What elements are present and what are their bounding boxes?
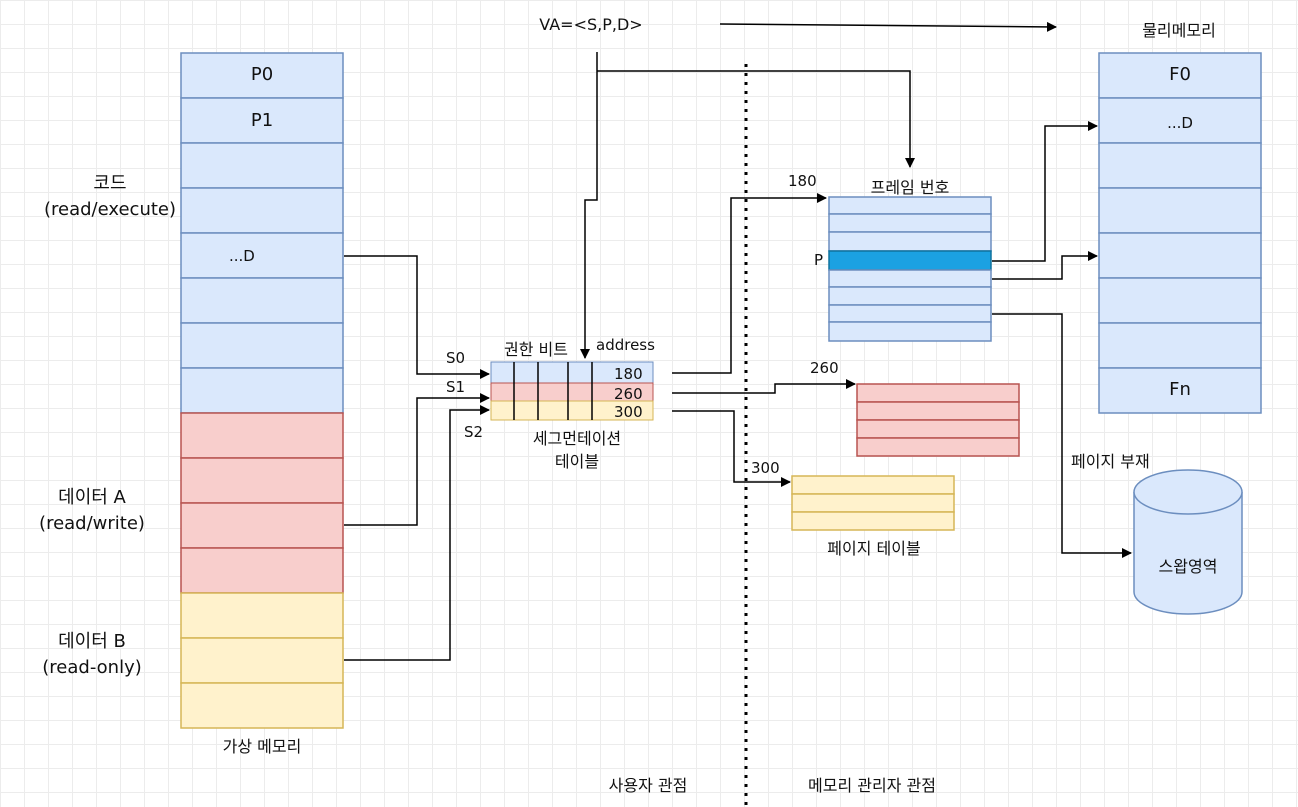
red-table-address: 260	[810, 359, 839, 377]
segment-address-s0: 180	[614, 365, 643, 383]
va-label: VA=<S,P,D>	[539, 15, 643, 34]
physical-memory-column	[1098, 52, 1262, 414]
vm-cell	[180, 682, 344, 729]
vm-cell	[180, 142, 344, 189]
selector-s2: S2	[464, 423, 484, 441]
manager-perspective-label: 메모리 관리자 관점	[808, 776, 936, 795]
vm-cell-d: ...D	[229, 247, 255, 265]
frame-row	[828, 231, 992, 252]
pm-cell-f0: F0	[1169, 64, 1191, 85]
yellow-page-row	[791, 493, 955, 513]
s1-to-red-table-arrow	[672, 379, 856, 394]
swap-area-cylinder	[1133, 469, 1243, 615]
vm-cell	[180, 637, 344, 684]
data-a-to-s1-arrow	[344, 393, 490, 526]
swap-area-label: 스왑영역	[1158, 557, 1218, 576]
pm-cell	[1098, 232, 1262, 279]
page-fault-arrow	[992, 313, 1132, 558]
va-segment-arrow	[580, 52, 598, 359]
va-page-arrow	[597, 70, 915, 168]
selector-s0: S0	[446, 349, 466, 367]
pm-cell	[1098, 277, 1262, 324]
frame-table-row-label: P	[814, 251, 824, 269]
red-page-row	[856, 401, 1020, 421]
vm-cell-p0: P0	[250, 64, 274, 85]
segmentation-table	[490, 361, 654, 421]
vm-cell	[180, 52, 344, 99]
yellow-table-address: 300	[751, 459, 780, 477]
s0-to-frame-table-arrow	[672, 193, 827, 374]
red-page-table	[856, 383, 1020, 457]
frame-table-title: 프레임 번호	[870, 178, 950, 197]
frame-row-p	[828, 250, 992, 271]
red-page-row	[856, 437, 1020, 457]
permission-bit-dividers	[513, 362, 593, 420]
segment-label-code: 코드 (read/execute)	[43, 173, 177, 221]
frame-row	[828, 213, 992, 233]
frame-to-physical-arrow	[992, 121, 1098, 262]
connectors	[344, 21, 1132, 661]
segment-address-s1: 260	[614, 385, 643, 403]
vm-cell	[180, 367, 344, 414]
yellow-page-table	[791, 475, 955, 531]
permission-bit-header: 권한 비트	[504, 340, 568, 359]
frame-row	[828, 196, 992, 215]
frame-number-table	[828, 196, 992, 342]
yellow-page-row	[791, 511, 955, 531]
s2-to-yellow-table-arrow	[672, 410, 791, 487]
vm-cell	[180, 187, 344, 234]
pm-cell-fn: Fn	[1169, 379, 1191, 400]
frame-table-address: 180	[788, 172, 817, 190]
red-page-row	[856, 383, 1020, 403]
segment-address-s2: 300	[614, 403, 643, 421]
pm-cell	[1098, 367, 1262, 414]
vm-cell	[180, 322, 344, 369]
frame-row	[828, 269, 992, 288]
vm-cell	[180, 592, 344, 639]
red-page-row	[856, 419, 1020, 439]
segment-row-s2	[490, 400, 654, 421]
frame-row	[828, 321, 992, 342]
frame-row	[828, 304, 992, 323]
vm-cell	[180, 457, 344, 504]
vm-cell	[180, 502, 344, 549]
user-perspective-label: 사용자 관점	[608, 776, 688, 795]
vm-cell-p1: P1	[250, 110, 274, 131]
address-header: address	[596, 336, 655, 354]
pm-cell	[1098, 52, 1262, 99]
pm-cell-d: ...D	[1167, 114, 1193, 132]
virtual-memory-column	[180, 52, 344, 729]
segment-label-data-b: 데이터 B (read-only)	[42, 631, 142, 679]
pm-cell	[1098, 322, 1262, 369]
pm-cell	[1098, 187, 1262, 234]
page-fault-label: 페이지 부재	[1071, 452, 1150, 471]
vm-cell	[180, 547, 344, 594]
vm-cell	[180, 277, 344, 324]
code-to-s0-arrow	[344, 255, 490, 379]
segmentation-table-caption: 세그먼테이션 테이블	[532, 429, 622, 472]
pm-cell	[1098, 142, 1262, 189]
vm-cell	[180, 412, 344, 459]
vm-cell	[180, 232, 344, 279]
physical-memory-title: 물리메모리	[1142, 21, 1216, 40]
selector-s1: S1	[446, 378, 466, 396]
segment-label-data-a: 데이터 A (read/write)	[39, 487, 145, 535]
va-to-physical-arrow	[719, 21, 1057, 32]
frame-row	[828, 286, 992, 306]
yellow-page-row	[791, 475, 955, 495]
frame-to-physical-arrow-2	[992, 251, 1098, 280]
yellow-table-caption: 페이지 테이블	[827, 539, 921, 558]
vm-cell	[180, 97, 344, 144]
data-b-to-s2-arrow	[344, 405, 490, 661]
virtual-memory-caption: 가상 메모리	[222, 737, 302, 756]
